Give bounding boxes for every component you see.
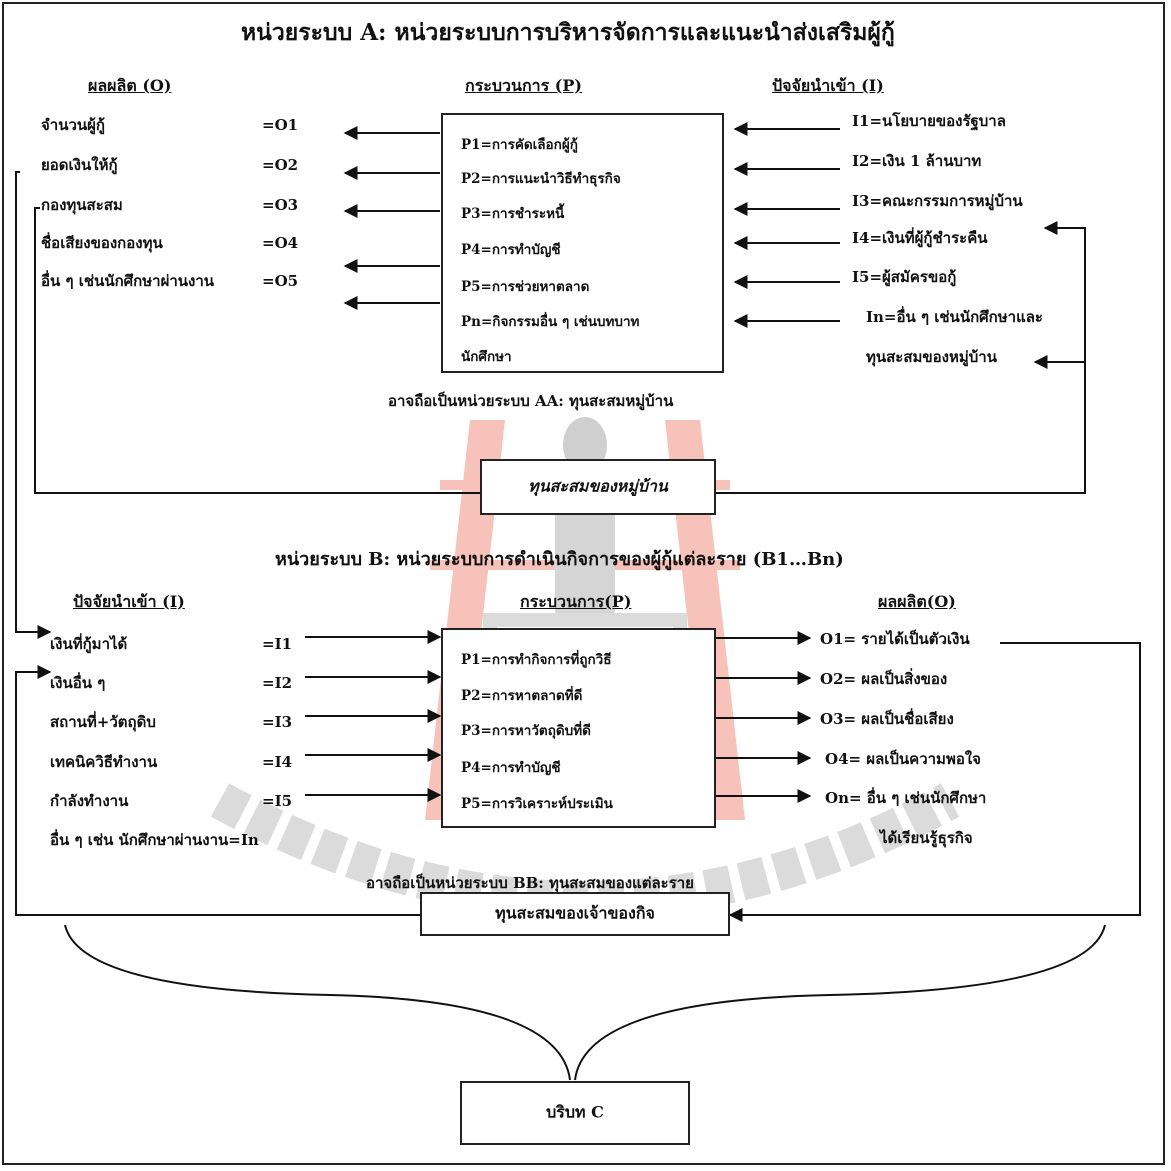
unit-a-process-item: P2=การแนะนำวิธีทำธุรกิจ — [461, 171, 621, 187]
unit-b-process-item: P2=การหาตลาดที่ดี — [461, 688, 583, 704]
unit-b-process-item: P4=การทำบัญชี — [461, 760, 561, 776]
unit-a-output-label: จำนวนผู้กู้ — [41, 116, 106, 134]
unit-a-outputs-header: ผลผลิต (O) — [88, 76, 172, 95]
unit-a-output-code: =O4 — [262, 234, 299, 252]
unit-b-output-item: O2= ผลเป็นสิ่งของ — [820, 670, 948, 688]
unit-a-input-item: I3=คณะกรรมการหมู่บ้าน — [852, 192, 1023, 210]
unit-b-output-item: On= อื่น ๆ เช่นนักศึกษา — [825, 789, 987, 807]
unit-b-fund-label: ทุนสะสมของเจ้าของกิจ — [495, 903, 655, 923]
brace-left — [64, 924, 571, 1081]
unit-b-process-box — [441, 628, 716, 828]
unit-b-output-item: O4= ผลเป็นความพอใจ — [825, 750, 981, 768]
unit-a-input-item: ทุนสะสมของหมู่บ้าน — [866, 348, 997, 366]
unit-a-process-item: Pn=กิจกรรมอื่น ๆ เช่นบทบาท — [461, 314, 640, 330]
watermark-pillar-right — [665, 420, 745, 820]
unit-b-input-code: =I4 — [262, 753, 293, 771]
unit-b-input-label: สถานที่+วัตถุดิบ — [50, 713, 156, 731]
unit-a-output-label: ชื่อเสียงของกองทุน — [41, 234, 163, 252]
arrow-o2-to-b-i1 — [15, 171, 52, 639]
unit-b-inputs-header: ปัจจัยนำเข้า (I) — [73, 592, 185, 611]
unit-b-output-item: ได้เรียนรู้ธุรกิจ — [880, 829, 973, 847]
unit-b-process-item: P5=การวิเคราะห์ประเมิน — [461, 796, 613, 812]
unit-a-process-item: P1=การคัดเลือกผู้กู้ — [461, 137, 578, 153]
unit-b-input-code: =I1 — [262, 635, 293, 653]
unit-a-title: หน่วยระบบ A: หน่วยระบบการบริหารจัดการและ… — [241, 19, 895, 46]
unit-b-title: หน่วยระบบ B: หน่วยระบบการดำเนินกิจการของ… — [275, 549, 844, 570]
unit-a-output-code: =O5 — [262, 272, 299, 290]
unit-b-process-item: P3=การหาวัตถุดิบที่ดี — [461, 723, 591, 739]
arrow-fundb-to-b-i2 — [15, 665, 420, 916]
unit-b-output-item: O3= ผลเป็นชื่อเสียง — [820, 710, 954, 728]
context-c-label: บริบท C — [546, 1102, 604, 1122]
unit-a-input-item: I5=ผู้สมัครขอกู้ — [852, 268, 957, 286]
unit-a-output-label: อื่น ๆ เช่นนักศึกษาผ่านงาน — [41, 272, 215, 290]
context-c-box: บริบท C — [460, 1081, 690, 1145]
watermark-crossbar-2 — [430, 560, 740, 570]
line-o3-to-fund — [34, 207, 480, 494]
unit-a-input-item: In=อื่น ๆ เช่นนักศึกษาและ — [866, 308, 1043, 326]
unit-b-caption: อาจถือเป็นหน่วยระบบ BB: ทุนสะสมของแต่ละร… — [366, 874, 694, 892]
unit-a-process-item: นักศึกษา — [461, 349, 512, 365]
unit-b-input-label: อื่น ๆ เช่น นักศึกษาผ่านงาน=In — [50, 831, 259, 849]
unit-b-input-label: เงินที่กู้มาได้ — [50, 635, 128, 653]
brace-right — [574, 924, 1106, 1081]
unit-a-output-code: =O2 — [262, 156, 299, 174]
unit-a-process-item: P5=การช่วยหาตลาด — [461, 279, 590, 295]
unit-a-fund-box: ทุนสะสมของหมู่บ้าน — [480, 459, 716, 515]
unit-b-input-code: =I3 — [262, 713, 293, 731]
unit-a-output-label: กองทุนสะสม — [41, 196, 123, 214]
unit-a-output-code: =O3 — [262, 196, 299, 214]
unit-b-input-code: =I5 — [262, 792, 293, 810]
unit-b-input-label: กำลังทำงาน — [50, 792, 129, 810]
unit-b-input-code: =I2 — [262, 674, 293, 692]
unit-a-fund-label: ทุนสะสมของหมู่บ้าน — [528, 476, 668, 496]
unit-b-outputs-header: ผลผลิต(O) — [878, 592, 956, 611]
arrow-fund-to-i4 — [715, 221, 1086, 494]
unit-b-fund-box: ทุนสะสมของเจ้าของกิจ — [420, 892, 730, 936]
unit-b-input-label: เทคนิควิธีทำงาน — [50, 753, 158, 771]
unit-a-output-code: =O1 — [262, 116, 299, 134]
unit-a-input-item: I1=นโยบายของรัฐบาล — [852, 112, 1006, 130]
unit-a-process-header: กระบวนการ (P) — [465, 76, 582, 95]
unit-a-input-item: I4=เงินที่ผู้กู้ชำระคืน — [852, 229, 988, 247]
unit-a-inputs-header: ปัจจัยนำเข้า (I) — [772, 76, 884, 95]
unit-b-input-label: เงินอื่น ๆ — [50, 674, 106, 692]
unit-b-output-item: O1= รายได้เป็นตัวเงิน — [820, 630, 970, 648]
arrow-b-o1-to-fundb — [728, 642, 1141, 922]
unit-a-caption: อาจถือเป็นหน่วยระบบ AA: ทุนสะสมหมู่บ้าน — [388, 392, 674, 410]
unit-a-process-box — [441, 113, 724, 373]
unit-a-process-item: P4=การทำบัญชี — [461, 242, 561, 258]
unit-b-process-item: P1=การทำกิจการที่ถูกวิธี — [461, 652, 612, 668]
unit-a-output-label: ยอดเงินให้กู้ — [41, 156, 118, 174]
unit-a-input-item: I2=เงิน 1 ล้านบาท — [852, 152, 982, 170]
unit-a-process-item: P3=การชำระหนี้ — [461, 206, 565, 222]
unit-b-process-header: กระบวนการ(P) — [520, 592, 632, 611]
